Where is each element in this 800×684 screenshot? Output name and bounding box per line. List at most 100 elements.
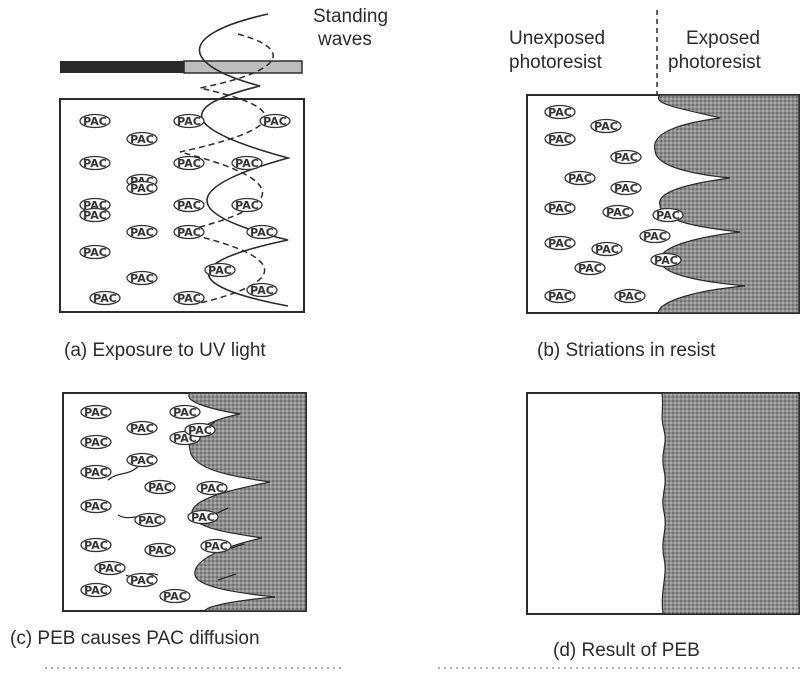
pac-molecule: PAC (246, 282, 278, 298)
pac-molecule: PAC (134, 512, 166, 528)
pac-label: PAC (177, 157, 201, 170)
standing-waves-label: Standing (313, 6, 388, 27)
pac-molecule: PAC (126, 270, 158, 286)
standing-wave-dashed (179, 33, 274, 305)
caption-b: (b) Striations in resist (537, 340, 716, 361)
unexposed-label-2: photoresist (509, 52, 603, 73)
pac-molecule: PAC (80, 434, 112, 450)
pac-molecule: PAC (126, 572, 158, 588)
pac-label: PAC (83, 209, 107, 222)
pac-molecule: PAC (259, 113, 291, 129)
pac-molecule: PAC (590, 118, 622, 134)
pac-label: PAC (84, 584, 108, 597)
pac-molecule: PAC (544, 200, 576, 216)
pac-label: PAC (177, 292, 201, 305)
pac-molecule: PAC (80, 464, 112, 480)
pac-label: PAC (204, 540, 228, 553)
pac-label: PAC (173, 406, 197, 419)
pac-molecules-a: PAC PAC PAC PAC PAC PAC PAC PAC PAC PAC PAC PAC PAC P… (79, 113, 291, 306)
pac-molecule: PAC (652, 207, 684, 223)
pac-molecule: PAC (79, 113, 111, 129)
pac-molecule: PAC (80, 582, 112, 598)
pac-molecule: PAC (173, 197, 205, 213)
pac-label: PAC (548, 290, 572, 303)
pac-label: PAC (643, 230, 667, 243)
pac-molecule: PAC (80, 404, 112, 420)
pac-label: PAC (191, 511, 215, 524)
pac-label: PAC (177, 115, 201, 128)
pac-label: PAC (130, 182, 154, 195)
pac-molecule: PAC (159, 588, 191, 604)
pac-molecule: PAC (231, 155, 263, 171)
pac-molecule: PAC (231, 197, 263, 213)
pac-molecule: PAC (564, 170, 596, 186)
panel-d: (d) Result of PEB (526, 392, 800, 661)
pac-molecule: PAC (144, 542, 176, 558)
caption-a: (a) Exposure to UV light (64, 340, 266, 361)
pac-label: PAC (568, 172, 592, 185)
pac-label: PAC (548, 106, 572, 119)
pac-label: PAC (250, 226, 274, 239)
pac-molecule: PAC (639, 228, 671, 244)
pac-label: PAC (235, 157, 259, 170)
pac-molecules-b: PAC PAC PAC PAC PAC PAC PAC PAC PAC PAC PAC PAC PAC P… (544, 104, 684, 304)
pac-molecule: PAC (610, 149, 642, 165)
pac-molecule: PAC (80, 537, 112, 553)
pac-label: PAC (200, 482, 224, 495)
pac-label: PAC (656, 209, 680, 222)
pac-label: PAC (130, 133, 154, 146)
pac-label: PAC (606, 206, 630, 219)
caption-d: (d) Result of PEB (553, 640, 700, 661)
pac-molecule: PAC (173, 113, 205, 129)
panel-b: PAC PAC PAC PAC PAC PAC PAC PAC PAC PAC PAC PAC PAC P… (509, 10, 800, 361)
pac-label: PAC (263, 115, 287, 128)
pac-label: PAC (594, 120, 618, 133)
pac-label: PAC (83, 246, 107, 259)
unexposed-label: Unexposed (509, 28, 605, 49)
exposed-region-d (661, 392, 800, 615)
pac-molecule: PAC (79, 244, 111, 260)
pac-label: PAC (188, 424, 212, 437)
pac-label: PAC (250, 284, 274, 297)
pac-label: PAC (84, 539, 108, 552)
pac-label: PAC (130, 226, 154, 239)
pac-molecule: PAC (126, 180, 158, 196)
pac-molecule: PAC (169, 404, 201, 420)
exposed-label: Exposed (686, 28, 760, 49)
pac-label: PAC (148, 481, 172, 494)
pac-label: PAC (93, 292, 117, 305)
pac-label: PAC (177, 199, 201, 212)
pac-molecule: PAC (126, 224, 158, 240)
pac-molecule: PAC (200, 538, 232, 554)
pac-molecule: PAC (204, 262, 236, 278)
pac-molecules-c: PAC PAC PAC PAC PAC PAC PAC PAC PAC PAC PAC PAC PAC P… (80, 404, 232, 604)
pac-molecule: PAC (173, 224, 205, 240)
pac-molecule: PAC (126, 452, 158, 468)
pac-label: PAC (618, 290, 642, 303)
pac-label: PAC (84, 406, 108, 419)
pac-molecule: PAC (173, 290, 205, 306)
pac-label: PAC (84, 466, 108, 479)
pac-molecule: PAC (89, 290, 121, 306)
pac-molecule: PAC (196, 480, 228, 496)
panel-a: PAC PAC PAC PAC PAC PAC PAC PAC PAC PAC PAC PAC PAC P… (59, 6, 388, 361)
pac-molecule: PAC (574, 260, 606, 276)
pac-label: PAC (130, 574, 154, 587)
pac-molecule: PAC (602, 204, 634, 220)
pac-molecule: PAC (591, 241, 623, 257)
pac-label: PAC (578, 262, 602, 275)
exposed-label-2: photoresist (668, 52, 762, 73)
pac-molecule: PAC (126, 131, 158, 147)
pac-molecule: PAC (173, 155, 205, 171)
pac-label: PAC (83, 157, 107, 170)
pac-molecule: PAC (80, 498, 112, 514)
pac-label: PAC (548, 133, 572, 146)
pac-label: PAC (614, 182, 638, 195)
pac-label: PAC (148, 544, 172, 557)
pac-molecule: PAC (184, 422, 216, 438)
pac-molecule: PAC (94, 560, 126, 576)
pac-molecule: PAC (79, 207, 111, 223)
pac-molecule: PAC (79, 155, 111, 171)
mask-bar-clear (183, 60, 303, 74)
